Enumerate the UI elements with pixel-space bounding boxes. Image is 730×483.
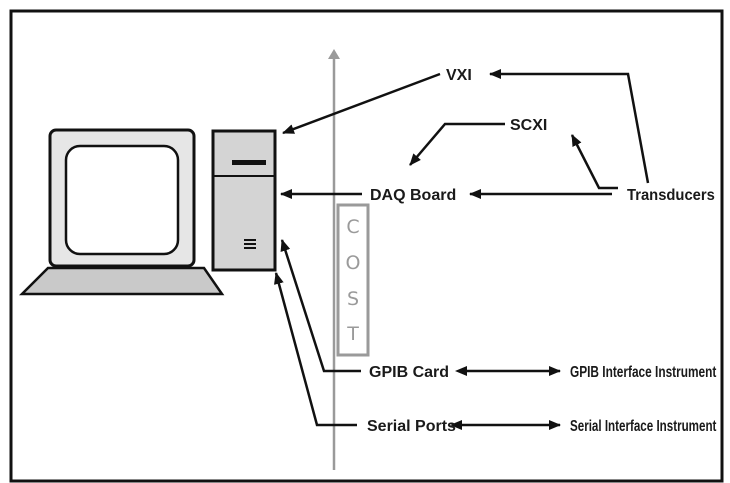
cost-letter: O: [346, 252, 361, 274]
serial-ports-label: Serial Ports: [367, 418, 456, 435]
computer-tower-icon: [213, 131, 275, 270]
transducers-label: Transducers: [627, 186, 715, 204]
keyboard-icon: [22, 268, 222, 294]
serial-interface-instrument-label: Serial Interface Instrument: [570, 416, 717, 434]
cost-letter: C: [346, 216, 359, 238]
cost-letter: T: [346, 323, 359, 345]
scxi-label: SCXI: [510, 117, 547, 134]
cost-letter: S: [347, 288, 359, 310]
vxi-label: VXI: [446, 67, 472, 84]
gpib-interface-instrument-label: GPIB Interface Instrument: [570, 362, 717, 380]
computer-monitor-icon: [50, 130, 194, 266]
scxi-to-daq-arrow: [410, 124, 505, 165]
gpib-card-label: GPIB Card: [369, 364, 449, 381]
vxi-to-computer-arrow: [283, 74, 440, 133]
transducers-to-scxi-arrow: [572, 135, 618, 188]
daq-board-label: DAQ Board: [370, 187, 456, 204]
